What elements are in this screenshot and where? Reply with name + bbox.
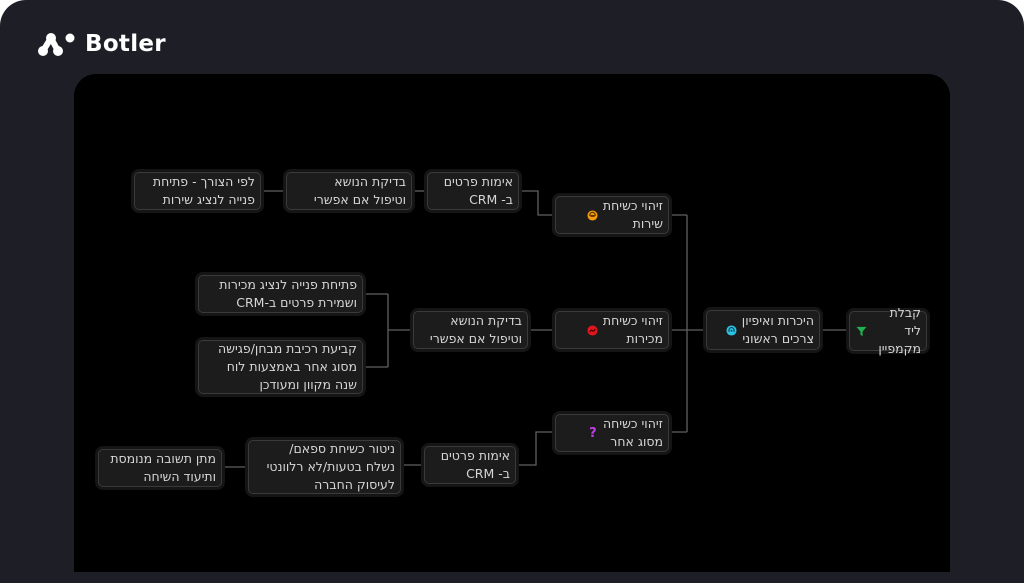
- node-sales-schedule[interactable]: קביעת רכיבת מבחן/פגישה מסוג אחר באמצעות …: [198, 340, 363, 394]
- node-label: לפי הצורך - פתיחת פנייה לנציג שירות: [152, 174, 255, 207]
- node-service-check[interactable]: בדיקת הנושא וטיפול אם אפשרי: [286, 172, 412, 210]
- brand-name: Botler: [85, 31, 166, 57]
- node-label: מתן תשובה מנומסת ותיעוד השיחה: [110, 451, 216, 484]
- edge-other-verify: [516, 431, 555, 466]
- node-label: אימות פרטים ב- CRM: [440, 448, 510, 481]
- node-label: בדיקת הנושא וטיפול אם אפשרי: [313, 174, 406, 207]
- node-lead[interactable]: קבלת ליד מקמפיין: [849, 305, 927, 356]
- botler-logo-icon: [38, 33, 75, 56]
- node-other-verify[interactable]: אימות פרטים ב- CRM: [424, 446, 516, 484]
- node-service-detect[interactable]: זיהוי כשיחת שירות: [555, 196, 669, 234]
- node-label: זיהוי כשיחה מסוג אחר: [602, 416, 663, 449]
- node-label: זיהוי כשיחת שירות: [602, 198, 663, 231]
- chat-bubbles-icon: [726, 324, 738, 336]
- node-other-reply[interactable]: מתן תשובה מנומסת ותיעוד השיחה: [98, 449, 222, 487]
- question-mark-icon: ?: [589, 425, 597, 441]
- brand: Botler: [37, 30, 166, 58]
- node-sales-detect[interactable]: זיהוי כשיחת מכירות: [555, 311, 669, 349]
- node-other-detect[interactable]: ? זיהוי כשיחה מסוג אחר: [555, 414, 669, 452]
- edge-service-verify: [519, 190, 555, 216]
- node-intro[interactable]: היכרות ואיפיון צרכים ראשוני: [706, 310, 820, 350]
- sales-trend-icon: [587, 324, 599, 336]
- node-label: קבלת ליד מקמפיין: [878, 305, 921, 356]
- node-label: בדיקת הנושא וטיפול אם אפשרי: [429, 313, 522, 346]
- node-service-verify[interactable]: אימות פרטים ב- CRM: [427, 172, 519, 210]
- node-sales-ticket[interactable]: פתיחת פנייה לנציג מכירות ושמירת פרטים ב-…: [198, 275, 363, 313]
- node-sales-check[interactable]: בדיקת הנושא וטיפול אם אפשרי: [413, 311, 528, 349]
- node-label: היכרות ואיפיון צרכים ראשוני: [741, 313, 814, 346]
- node-label: אימות פרטים ב- CRM: [443, 174, 513, 207]
- node-other-monitor[interactable]: ניטור כשיחת ספאם/ נשלח בטעות/לא רלוונטי …: [248, 440, 401, 494]
- node-label: קביעת רכיבת מבחן/פגישה מסוג אחר באמצעות …: [217, 341, 357, 392]
- funnel-icon: [855, 325, 867, 337]
- edge-sales-split: [363, 293, 413, 368]
- headset-icon: [587, 209, 599, 221]
- node-label: פתיחת פנייה לנציג מכירות ושמירת פרטים ב-…: [219, 277, 357, 310]
- flow-canvas[interactable]: קבלת ליד מקמפיין היכרות ואיפיון צרכים רא…: [74, 74, 950, 572]
- node-service-ticket[interactable]: לפי הצורך - פתיחת פנייה לנציג שירות: [134, 172, 261, 210]
- node-label: זיהוי כשיחת מכירות: [602, 313, 663, 346]
- edge-intro-branches: [669, 214, 706, 433]
- node-label: ניטור כשיחת ספאם/ נשלח בטעות/לא רלוונטי …: [266, 441, 395, 492]
